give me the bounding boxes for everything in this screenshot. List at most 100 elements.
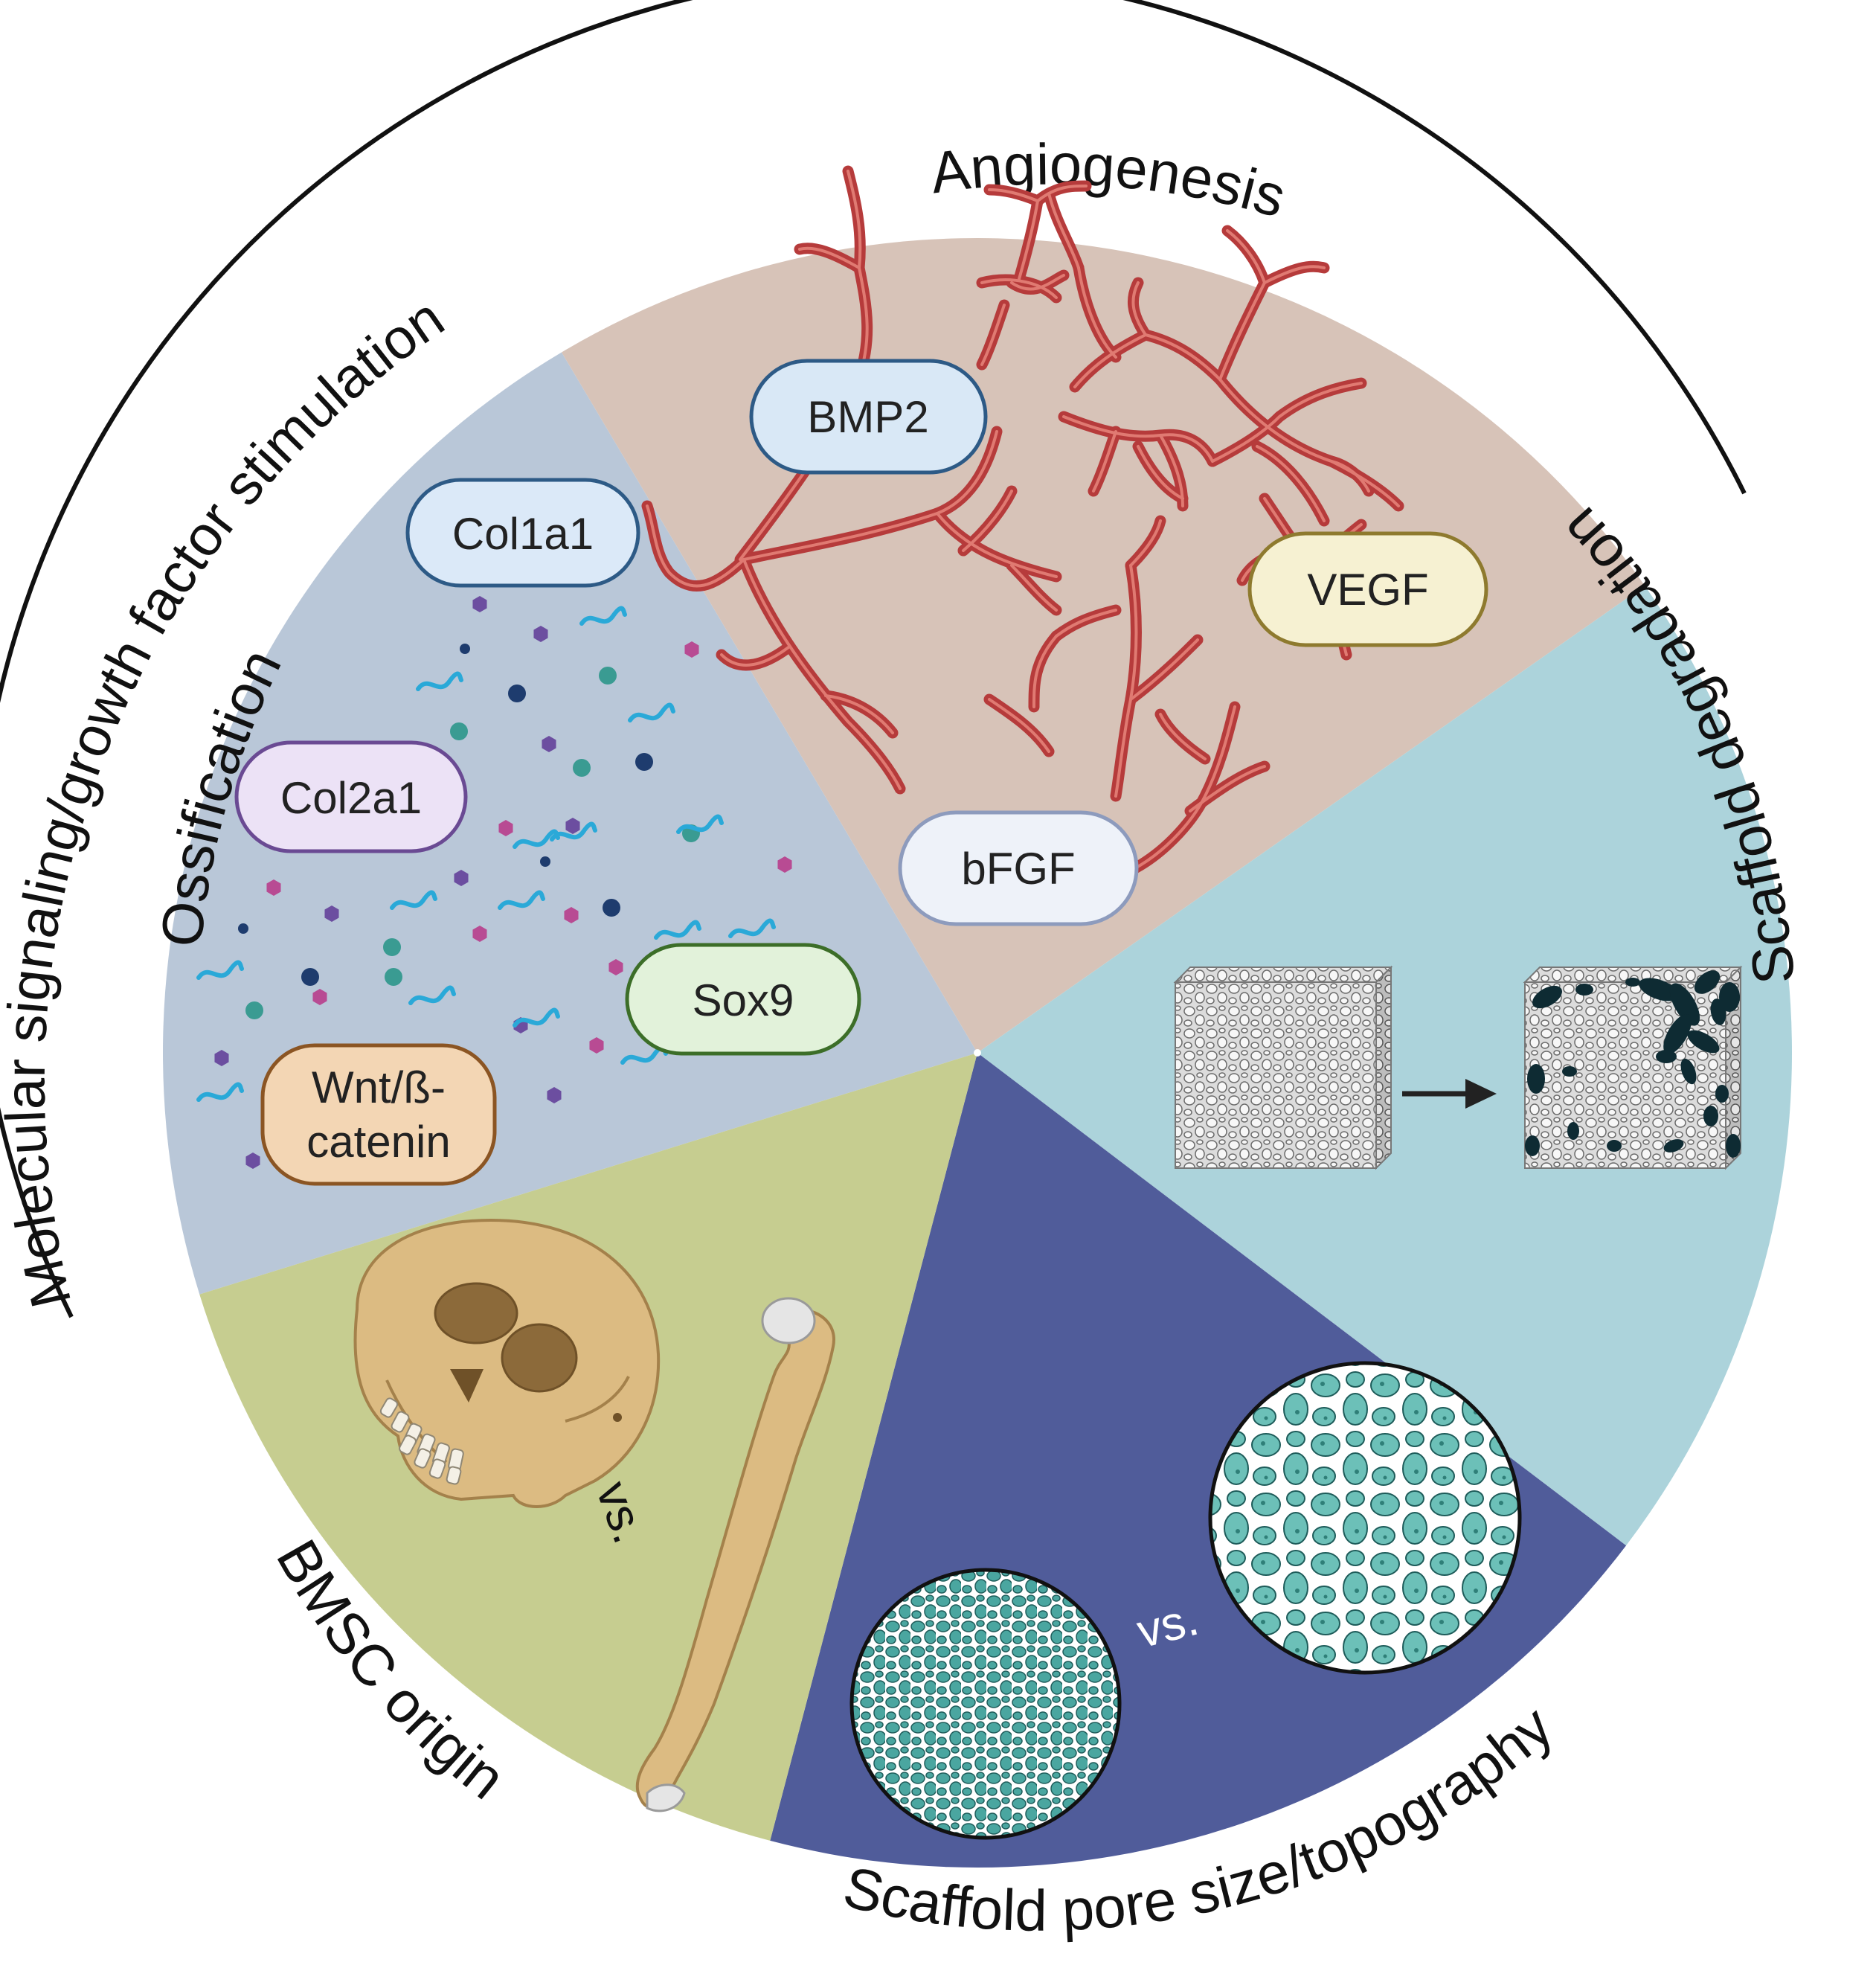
- vessel-highlight: [1218, 281, 1266, 381]
- pill-bfgf: bFGF: [898, 810, 1139, 926]
- molecule-hexagon: [472, 596, 487, 612]
- molecule-dot: [603, 899, 620, 917]
- vessel-highlight: [1010, 274, 1065, 291]
- vessel-highlight: [742, 430, 998, 561]
- pill-bmp2: BMP2: [749, 359, 988, 475]
- molecule-dot: [450, 722, 468, 740]
- molecule-strand: [728, 918, 776, 938]
- outer-arc-line: [0, 0, 1747, 1318]
- molecule-strand: [498, 890, 545, 910]
- scaffold-cube-degraded: [1523, 965, 1743, 1170]
- vessel-highlight: [1330, 460, 1400, 507]
- molecule-strand: [408, 985, 456, 1005]
- molecule-hexagon: [324, 905, 339, 922]
- vessel-highlight: [988, 698, 1050, 753]
- molecule-hexagon: [533, 626, 548, 642]
- molecule-strand: [513, 829, 560, 849]
- molecule-dot: [238, 923, 248, 934]
- molecule-strand: [196, 960, 244, 980]
- vessel-highlight: [1263, 265, 1326, 284]
- molecule-dot: [385, 968, 402, 986]
- molecule-hexagon: [547, 1087, 562, 1103]
- vessel-highlight: [1010, 564, 1058, 612]
- vessel-highlight: [1055, 609, 1117, 638]
- molecule-strand: [579, 606, 627, 626]
- vessel-highlight: [1032, 635, 1058, 708]
- molecule-hexagon: [472, 926, 487, 942]
- vessel-highlight: [847, 170, 862, 269]
- vessel-highlight: [720, 646, 790, 667]
- pill-wnt-label-line1: Wnt/ß-: [312, 1062, 446, 1112]
- vessel-highlight: [980, 278, 1058, 299]
- vessel-highlight: [988, 188, 1039, 202]
- molecule-hexagon: [684, 641, 699, 658]
- molecule-dot: [508, 685, 526, 702]
- molecule-dot: [460, 644, 470, 654]
- molecule-strand: [196, 1082, 244, 1102]
- small-pore-scaffold: [849, 1568, 1122, 1840]
- molecule-dot: [245, 1001, 263, 1019]
- vessel-highlight: [1092, 430, 1117, 493]
- molecule-hexagon: [266, 879, 281, 896]
- skull-icon: [353, 1218, 661, 1508]
- vessel-highlight: [1211, 382, 1363, 463]
- molecule-dot: [301, 968, 319, 986]
- center-point: [974, 1049, 981, 1057]
- vessel-highlight: [1226, 229, 1266, 284]
- vessel-highlight: [798, 246, 861, 269]
- molecule-strand: [390, 890, 437, 910]
- vessel-highlight: [1129, 519, 1162, 567]
- vessel-highlight: [742, 558, 902, 790]
- pill-col2a1-label: Col2a1: [280, 773, 422, 823]
- molecule-strand: [676, 814, 724, 834]
- vessel-highlight: [1129, 638, 1199, 701]
- molecule-dot: [383, 938, 401, 956]
- vessel-highlight: [824, 694, 894, 734]
- pill-sox9: Sox9: [625, 943, 861, 1056]
- vessel-highlight: [1256, 445, 1326, 522]
- molecule-hexagon: [777, 856, 792, 873]
- vessel-highlight: [646, 504, 745, 588]
- vessel-highlight: [1114, 698, 1132, 798]
- molecule-hexagon: [608, 959, 623, 975]
- molecule-strand: [654, 920, 701, 940]
- molecule-hexagon: [312, 989, 327, 1005]
- pill-col2a1: Col2a1: [234, 740, 468, 853]
- molecule-dot: [540, 856, 550, 867]
- molecule-strand: [550, 821, 597, 842]
- molecule-hexagon: [498, 820, 513, 836]
- pill-col1a1: Col1a1: [405, 478, 640, 588]
- molecule-hexagon: [564, 907, 579, 923]
- large-pore-scaffold: [1208, 1361, 1522, 1675]
- arrow-icon: [1402, 1079, 1497, 1109]
- femur-bone-icon: [635, 1297, 835, 1812]
- pill-wnt-catenin: Wnt/ß- catenin: [260, 1043, 497, 1186]
- molecule-hexagon: [214, 1050, 229, 1066]
- molecule-hexagon: [245, 1153, 260, 1169]
- vessel-highlight: [1137, 445, 1184, 500]
- vessel-highlight: [1131, 281, 1147, 336]
- pill-bmp2-label: BMP2: [807, 392, 928, 442]
- sector-label-angiogenesis: Angiogenesis: [927, 131, 1293, 230]
- vessel-highlight: [962, 490, 1013, 552]
- vessel-highlight: [1129, 564, 1138, 701]
- pill-sox9-label: Sox9: [693, 975, 794, 1025]
- vessel-highlight: [1189, 765, 1266, 812]
- scaffold-cube-intact: [1173, 965, 1393, 1170]
- pill-col1a1-label: Col1a1: [452, 509, 594, 559]
- vessel-highlight: [1129, 705, 1236, 872]
- signaling-molecules: [196, 596, 792, 1169]
- vessel-highlight: [1073, 333, 1147, 388]
- vessel-highlight: [936, 512, 1058, 578]
- molecule-hexagon: [542, 736, 556, 752]
- vessel-branch: [1221, 225, 1271, 289]
- blood-vessel-network: [641, 165, 1404, 876]
- vessel-highlight: [1047, 192, 1080, 269]
- molecule-strand: [416, 671, 463, 691]
- vessel-highlight: [1159, 713, 1207, 760]
- molecule-hexagon: [565, 818, 580, 834]
- molecule-strand: [628, 702, 675, 722]
- vessel-highlight: [1018, 199, 1039, 281]
- molecule-dot: [635, 753, 653, 771]
